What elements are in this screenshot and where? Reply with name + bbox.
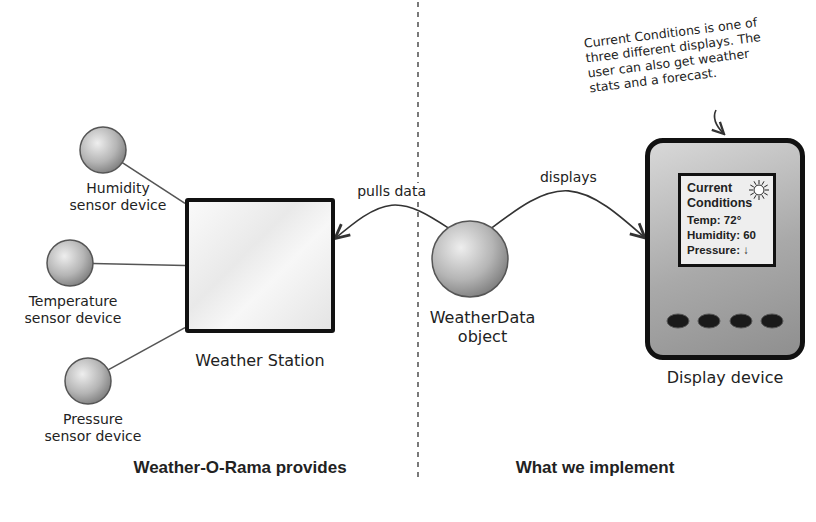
sun-ray <box>749 190 753 191</box>
node-label: Temperature sensor device <box>18 293 128 327</box>
data-object: WeatherData object <box>420 220 545 346</box>
sun-ray <box>754 181 756 184</box>
sun-ray <box>754 195 756 198</box>
device-buttons <box>650 301 800 341</box>
sun-ray <box>750 185 753 187</box>
callout-arrow <box>714 110 724 134</box>
screen-reading: Temp: 72° <box>687 214 768 228</box>
node-label: Humidity sensor device <box>68 180 168 214</box>
screen-reading: Humidity: 60 <box>687 229 768 243</box>
edge-label: displays <box>537 169 600 185</box>
device-button <box>667 314 689 328</box>
device-button <box>698 314 720 328</box>
device-button <box>761 314 783 328</box>
screen-reading: Pressure: ↓ <box>687 244 768 258</box>
section-caption: Weather-O-Rama provides <box>110 458 370 478</box>
circle-shape <box>46 239 94 287</box>
sensor-device: Humidity sensor device <box>68 126 168 214</box>
sensor-wire <box>93 264 185 266</box>
station-box: Weather Station <box>180 198 340 370</box>
circle-shape <box>431 220 509 298</box>
callout-note: Current Conditions is one of three diffe… <box>583 13 779 96</box>
node-label: Weather Station <box>180 351 340 370</box>
device-button <box>730 314 752 328</box>
display-screen: Current ConditionsTemp: 72°Humidity: 60P… <box>678 173 776 267</box>
sun-ray <box>762 181 764 184</box>
flow-arrow <box>335 205 448 238</box>
station-outline <box>185 198 335 333</box>
display-device: Current ConditionsTemp: 72°Humidity: 60P… <box>640 138 810 387</box>
sun-ray <box>765 190 769 191</box>
circle-outline <box>432 221 508 297</box>
edge-label: pulls data <box>354 183 429 199</box>
sun-disc <box>754 185 764 195</box>
sun-ray <box>762 195 764 198</box>
sensor-device: Pressure sensor device <box>38 357 148 445</box>
sensor-wire <box>108 328 185 370</box>
circle-shape <box>64 357 112 405</box>
node-label: Pressure sensor device <box>38 411 148 445</box>
circle-outline <box>47 240 93 286</box>
node-label: Display device <box>640 368 810 387</box>
circle-outline <box>65 358 111 404</box>
circle-outline <box>80 127 126 173</box>
sun-ray <box>764 193 767 195</box>
flow-arrow <box>492 191 645 238</box>
device-outline: Current ConditionsTemp: 72°Humidity: 60P… <box>645 138 805 360</box>
node-label: WeatherData object <box>420 308 545 346</box>
section-caption: What we implement <box>470 458 720 478</box>
sun-ray <box>764 185 767 187</box>
divider-line <box>417 2 418 478</box>
circle-shape <box>79 126 127 174</box>
sun-ray <box>759 180 760 184</box>
sun-ray <box>750 193 753 195</box>
sun-ray <box>759 196 760 200</box>
screen-heading: Current Conditions <box>687 181 768 211</box>
sensor-device: Temperature sensor device <box>18 239 128 327</box>
